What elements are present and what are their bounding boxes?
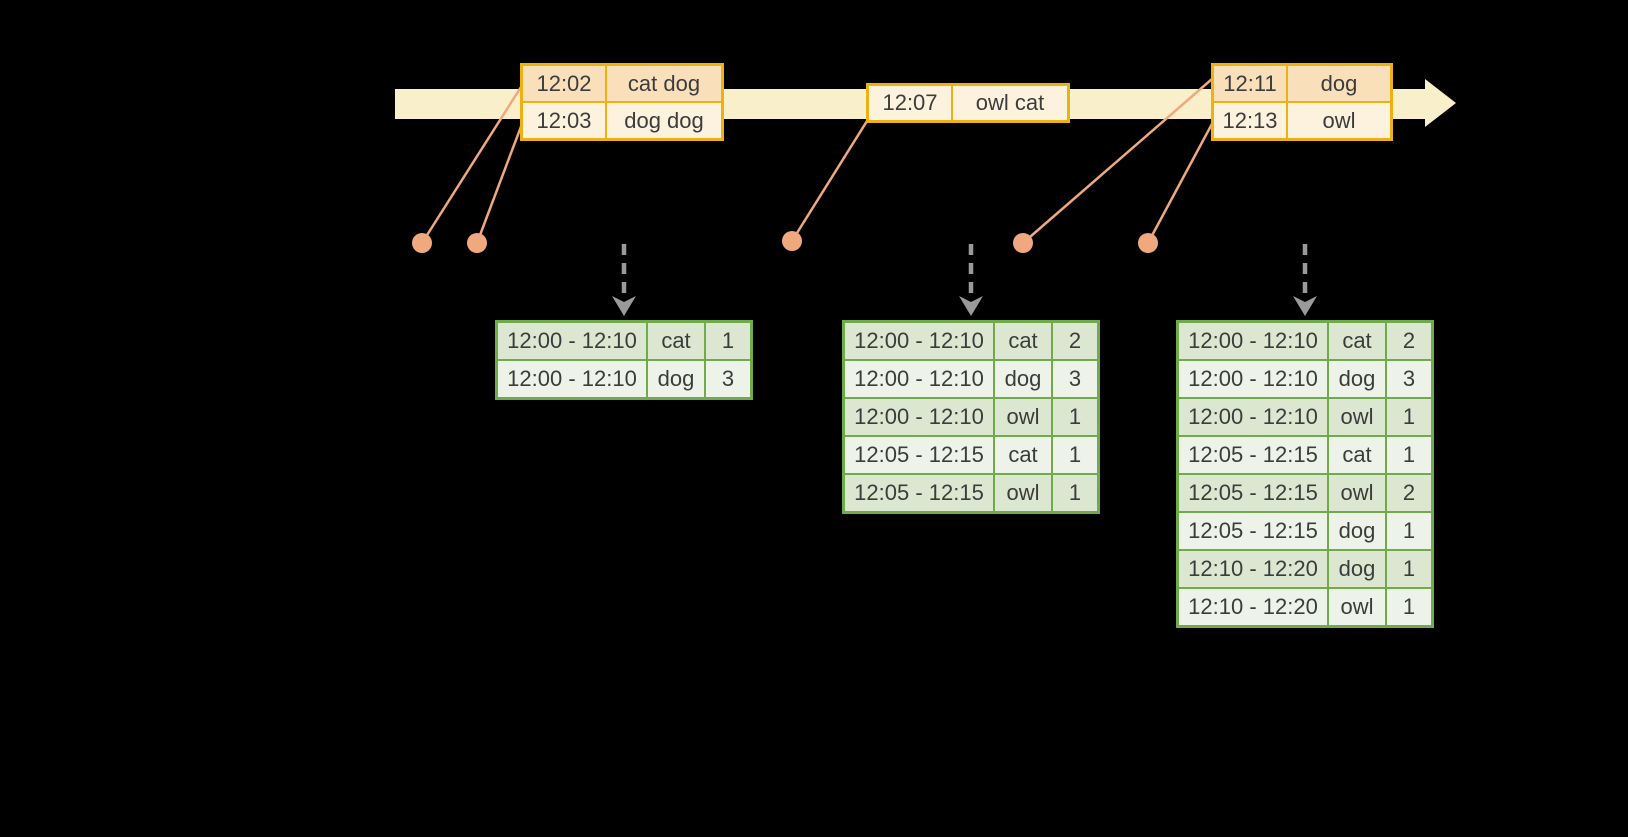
- window-cell: 12:10 - 12:20: [1179, 589, 1327, 625]
- connector-line: [1146, 121, 1215, 244]
- word-cell: owl: [1329, 589, 1385, 625]
- result-table: 12:00 - 12:10 cat 2 12:00 - 12:10 dog 3 …: [1176, 320, 1434, 628]
- word-cell: dog: [1329, 551, 1385, 587]
- event-dot: [412, 233, 432, 253]
- window-cell: 12:00 - 12:10: [845, 323, 993, 359]
- window-cell: 12:00 - 12:10: [498, 323, 646, 359]
- event-table: 12:02 cat dog 12:03 dog dog: [520, 63, 724, 141]
- window-cell: 12:05 - 12:15: [845, 475, 993, 511]
- event-time-cell: 12:13: [1214, 103, 1286, 138]
- window-cell: 12:00 - 12:10: [845, 399, 993, 435]
- event-table: 12:11 dog 12:13 owl: [1211, 63, 1393, 141]
- event-dot: [782, 231, 802, 251]
- result-table: 12:00 - 12:10 cat 2 12:00 - 12:10 dog 3 …: [842, 320, 1100, 514]
- word-cell: cat: [1329, 323, 1385, 359]
- count-cell: 2: [1053, 323, 1097, 359]
- count-cell: 1: [1053, 475, 1097, 511]
- event-time-cell: 12:11: [1214, 66, 1286, 101]
- trigger-arrow: [612, 244, 636, 316]
- event-dot: [467, 233, 487, 253]
- count-cell: 1: [706, 323, 750, 359]
- event-time-cell: 12:02: [523, 66, 605, 101]
- window-cell: 12:00 - 12:10: [1179, 399, 1327, 435]
- word-cell: owl: [1329, 475, 1385, 511]
- count-cell: 3: [706, 361, 750, 397]
- window-cell: 12:00 - 12:10: [498, 361, 646, 397]
- word-cell: owl: [995, 399, 1051, 435]
- word-cell: dog: [1329, 513, 1385, 549]
- word-cell: dog: [1329, 361, 1385, 397]
- count-cell: 1: [1387, 589, 1431, 625]
- event-words-cell: owl: [1288, 103, 1390, 138]
- count-cell: 1: [1387, 399, 1431, 435]
- event-words-cell: cat dog: [607, 66, 721, 101]
- event-dot: [1013, 233, 1033, 253]
- word-cell: cat: [648, 323, 704, 359]
- event-time-cell: 12:03: [523, 103, 605, 138]
- word-cell: cat: [995, 437, 1051, 473]
- window-cell: 12:05 - 12:15: [1179, 513, 1327, 549]
- count-cell: 3: [1387, 361, 1431, 397]
- event-words-cell: dog: [1288, 66, 1390, 101]
- event-table: 12:07 owl cat: [866, 83, 1070, 123]
- trigger-arrow: [1293, 244, 1317, 316]
- event-words-cell: dog dog: [607, 103, 721, 138]
- window-cell: 12:00 - 12:10: [1179, 361, 1327, 397]
- count-cell: 2: [1387, 475, 1431, 511]
- window-cell: 12:10 - 12:20: [1179, 551, 1327, 587]
- window-cell: 12:00 - 12:10: [845, 361, 993, 397]
- count-cell: 3: [1053, 361, 1097, 397]
- event-dot: [1138, 233, 1158, 253]
- word-cell: dog: [648, 361, 704, 397]
- count-cell: 1: [1387, 551, 1431, 587]
- window-cell: 12:05 - 12:15: [845, 437, 993, 473]
- timeline-arrowhead-icon: [1425, 79, 1456, 127]
- window-cell: 12:05 - 12:15: [1179, 437, 1327, 473]
- word-cell: owl: [1329, 399, 1385, 435]
- count-cell: 2: [1387, 323, 1431, 359]
- connector-line: [420, 86, 523, 244]
- event-words-cell: owl cat: [953, 86, 1067, 120]
- result-table: 12:00 - 12:10 cat 1 12:00 - 12:10 dog 3: [495, 320, 753, 400]
- connector-line: [1022, 78, 1213, 244]
- count-cell: 1: [1387, 513, 1431, 549]
- trigger-arrow: [959, 244, 983, 316]
- window-cell: 12:05 - 12:15: [1179, 475, 1327, 511]
- word-cell: cat: [995, 323, 1051, 359]
- count-cell: 1: [1387, 437, 1431, 473]
- connector-line: [790, 120, 869, 242]
- word-cell: owl: [995, 475, 1051, 511]
- count-cell: 1: [1053, 437, 1097, 473]
- word-cell: dog: [995, 361, 1051, 397]
- event-time-cell: 12:07: [869, 86, 951, 120]
- connector-line: [475, 123, 524, 244]
- word-cell: cat: [1329, 437, 1385, 473]
- count-cell: 1: [1053, 399, 1097, 435]
- window-cell: 12:00 - 12:10: [1179, 323, 1327, 359]
